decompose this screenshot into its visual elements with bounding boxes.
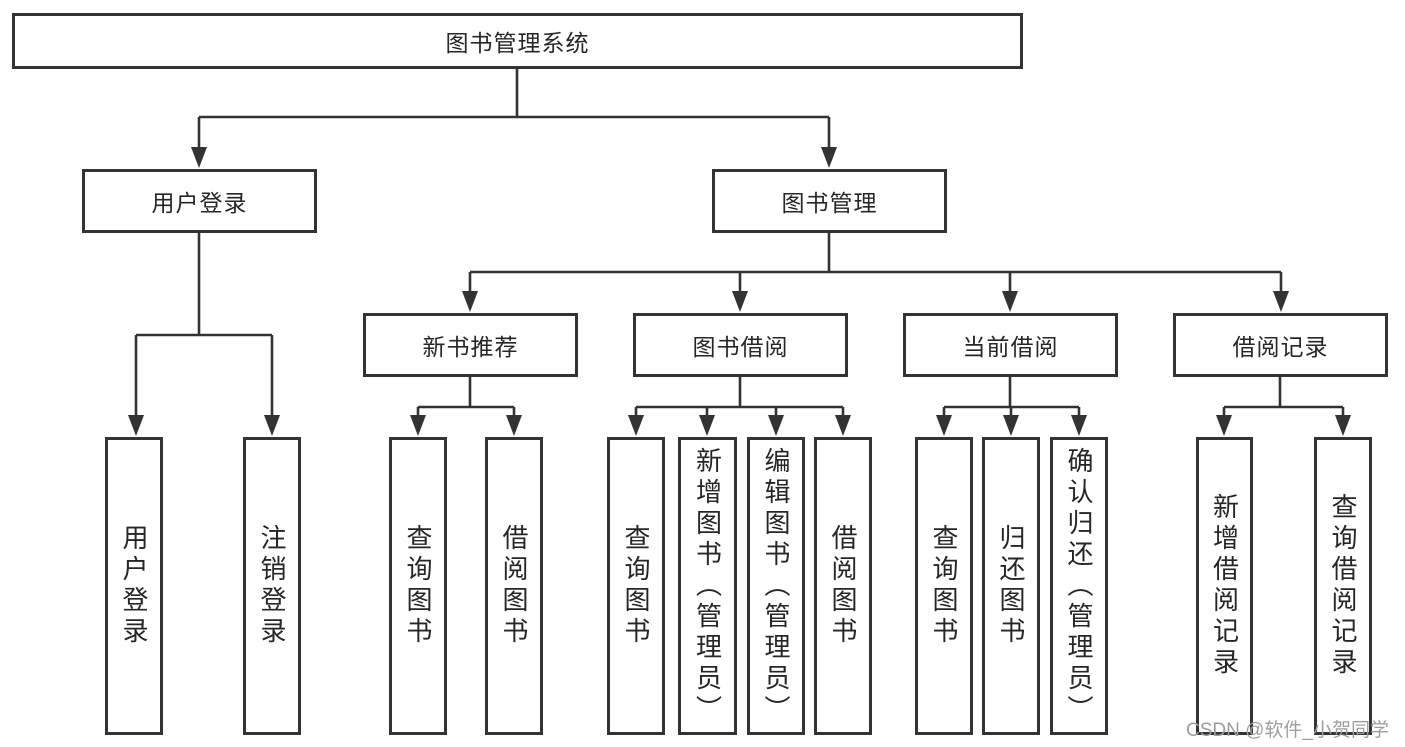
leaf-label: 借阅图书 <box>828 524 858 648</box>
connector-root-to-level2 <box>197 67 831 152</box>
arrow-icon <box>835 415 851 436</box>
node-label: 图书管理 <box>781 190 878 216</box>
leaf-label: 新增图书（管理员） <box>692 446 723 726</box>
leaf-label: 查询图书 <box>929 524 959 648</box>
leaf-label: 借阅图书 <box>499 524 529 648</box>
leaf-confirm-return-admin: 确认归还（管理员） <box>1050 437 1108 735</box>
leaf-borrow-books-newbook: 借阅图书 <box>485 437 543 735</box>
leaf-label: 查询借阅记录 <box>1328 493 1358 679</box>
leaf-query-books-newbook: 查询图书 <box>389 437 447 735</box>
leaf-label: 新增借阅记录 <box>1209 493 1240 679</box>
leaf-query-books-borrowing: 查询图书 <box>607 437 665 735</box>
node-label: 图书借阅 <box>692 334 789 360</box>
arrow-icon <box>506 415 522 436</box>
node-user-login: 用户登录 <box>82 169 317 233</box>
connector-borrowing-to-leaves <box>634 376 845 424</box>
node-label: 当前借阅 <box>962 334 1059 360</box>
connector-bookmgmt-to-level3 <box>468 232 1283 296</box>
node-label: 用户登录 <box>151 190 248 216</box>
leaf-borrow-books-borrowing: 借阅图书 <box>814 437 872 735</box>
node-label: 图书管理系统 <box>445 30 590 56</box>
arrow-icon <box>462 291 478 312</box>
leaf-add-books-admin: 新增图书（管理员） <box>678 437 737 735</box>
arrow-icon <box>1335 415 1351 436</box>
arrow-icon <box>410 415 426 436</box>
node-book-borrowing: 图书借阅 <box>633 313 848 377</box>
leaf-logout: 注销登录 <box>243 437 301 735</box>
arrow-icon <box>191 147 207 168</box>
node-current-borrowing: 当前借阅 <box>903 313 1118 377</box>
arrowheads <box>128 147 1351 436</box>
leaf-label: 用户登录 <box>119 524 149 648</box>
arrow-icon <box>821 147 837 168</box>
arrow-icon <box>128 415 144 436</box>
node-label: 新书推荐 <box>422 334 519 360</box>
arrow-icon <box>699 415 715 436</box>
arrow-icon <box>264 415 280 436</box>
node-label: 借阅记录 <box>1232 334 1329 360</box>
node-new-book-recommend: 新书推荐 <box>363 313 578 377</box>
leaf-label: 归还图书 <box>996 524 1026 648</box>
arrow-icon <box>1216 415 1232 436</box>
leaf-label: 注销登录 <box>257 524 287 648</box>
node-book-management: 图书管理 <box>712 169 947 233</box>
connector-userlogin-to-leaves <box>134 232 274 424</box>
leaf-user-login: 用户登录 <box>105 437 163 735</box>
csdn-watermark: CSDN @软件_小贺同学 <box>1186 720 1389 741</box>
connector-newbook-to-leaves <box>416 376 516 424</box>
arrow-icon <box>936 415 952 436</box>
arrow-icon <box>732 291 748 312</box>
arrow-icon <box>1003 415 1019 436</box>
arrow-icon <box>628 415 644 436</box>
arrow-icon <box>768 415 784 436</box>
leaf-query-books-current: 查询图书 <box>915 437 973 735</box>
leaf-label: 编辑图书（管理员） <box>761 446 791 726</box>
arrow-icon <box>1273 291 1289 312</box>
connector-records-to-leaves <box>1222 376 1345 424</box>
leaf-query-borrow-record: 查询借阅记录 <box>1314 437 1372 735</box>
leaf-label: 查询图书 <box>403 524 433 648</box>
node-borrowing-records: 借阅记录 <box>1173 313 1388 377</box>
leaf-add-borrow-record: 新增借阅记录 <box>1196 437 1253 735</box>
node-library-system: 图书管理系统 <box>12 13 1023 69</box>
arrow-icon <box>1071 415 1087 436</box>
leaf-label: 查询图书 <box>621 524 651 648</box>
arrow-icon <box>1002 291 1018 312</box>
leaf-edit-books-admin: 编辑图书（管理员） <box>747 437 805 735</box>
leaf-label: 确认归还（管理员） <box>1064 446 1094 726</box>
leaf-return-books: 归还图书 <box>982 437 1040 735</box>
